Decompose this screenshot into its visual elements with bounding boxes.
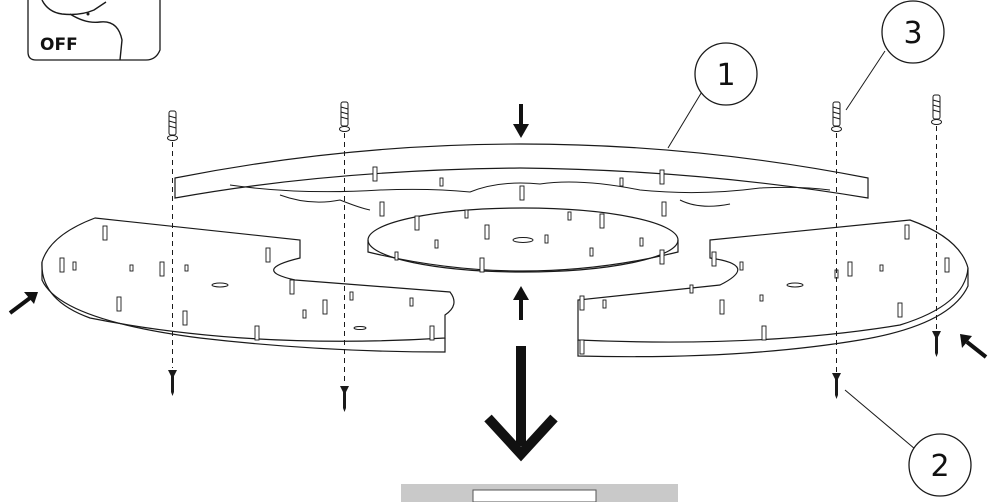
bolt-icon — [832, 373, 841, 399]
alignment-lines — [172, 126, 937, 385]
callout-label: 3 — [903, 16, 922, 51]
bolt-icon — [932, 331, 941, 357]
top-ring-panel — [174, 143, 869, 211]
right-ring-segment — [577, 219, 969, 358]
off-label: OFF — [40, 35, 78, 55]
screw-3-set — [167, 94, 942, 141]
callout-label: 2 — [930, 449, 949, 484]
screw-icon — [167, 110, 178, 141]
arrow-down-icon — [513, 104, 529, 138]
callout-1: 1 — [667, 42, 758, 149]
hand-switch-icon — [41, 0, 123, 61]
panel-slots — [59, 166, 950, 355]
screw-icon — [931, 94, 942, 125]
arrow-up-left-icon — [960, 334, 988, 359]
callout-label: 1 — [716, 58, 735, 93]
arrow-up-icon — [513, 286, 529, 320]
bolt-icon — [340, 386, 349, 412]
direction-arrows — [8, 104, 988, 462]
bolt-2-set — [168, 331, 941, 412]
screw-icon — [831, 101, 842, 132]
callout-3: 3 — [845, 0, 945, 111]
callout-2: 2 — [844, 389, 972, 497]
screw-icon — [339, 101, 350, 132]
base-plate — [401, 484, 678, 502]
bolt-icon — [168, 370, 177, 396]
power-off-badge: OFF — [27, 0, 161, 61]
arrow-down-large-icon — [484, 346, 558, 462]
arrow-up-right-icon — [8, 292, 38, 315]
center-ring — [367, 207, 679, 273]
left-ring-segment — [41, 217, 455, 353]
